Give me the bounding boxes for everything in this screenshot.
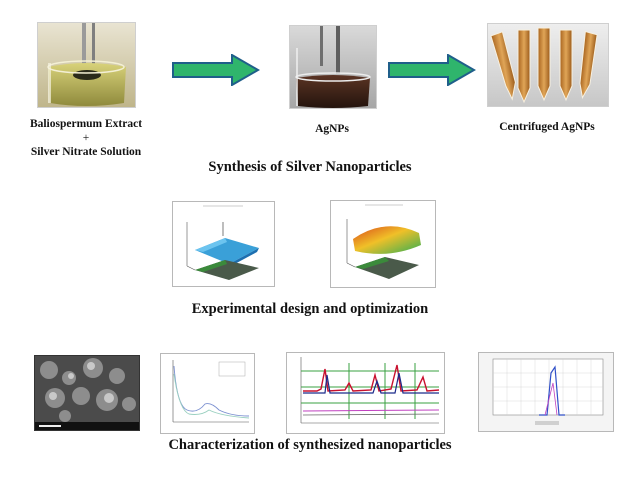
response-surface-plot-1 — [172, 201, 275, 287]
extract-beaker-photo — [37, 22, 136, 108]
particle-size-distribution-plot — [478, 352, 614, 432]
arrow-right-icon — [388, 54, 476, 86]
characterization-title: Characterization of synthesized nanopart… — [168, 437, 452, 453]
arrow-right-icon — [172, 54, 260, 86]
centrifuge-tubes-photo — [487, 23, 609, 107]
extract-label-line2: Silver Nitrate Solution — [30, 146, 142, 158]
uv-vis-spectrum-plot — [160, 353, 255, 434]
extract-label-line1: Baliospermum Extract — [29, 118, 143, 130]
agnp-beaker-photo — [289, 25, 377, 109]
design-title: Experimental design and optimization — [191, 301, 429, 317]
plus-sign: + — [82, 132, 90, 144]
extract-label: Baliospermum Extract + Silver Nitrate So… — [24, 117, 148, 159]
response-surface-plot-2 — [330, 200, 436, 288]
xrd-ftir-plot — [286, 352, 445, 434]
agnps-label: AgNPs — [315, 123, 349, 135]
sem-image — [34, 355, 140, 431]
synthesis-title: Synthesis of Silver Nanoparticles — [208, 159, 412, 175]
centrifuged-agnps-label: Centrifuged AgNPs — [499, 121, 595, 133]
